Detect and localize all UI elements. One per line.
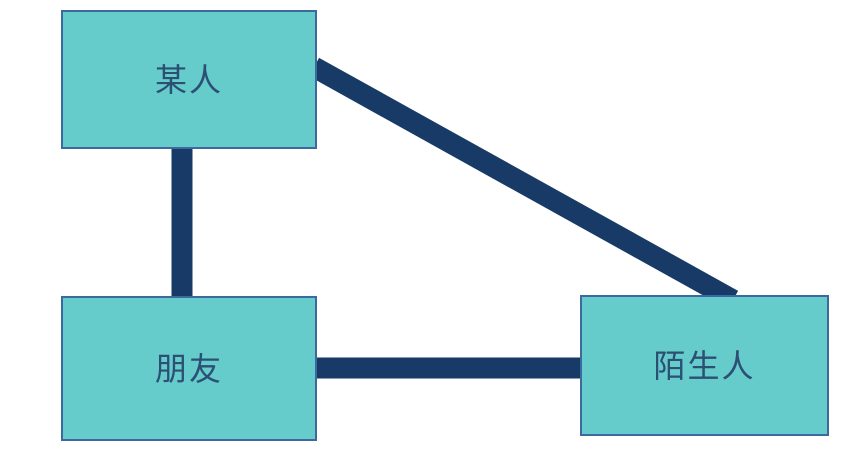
edge-person-stranger xyxy=(308,57,739,310)
node-friend[interactable]: 朋友 xyxy=(61,296,317,441)
node-stranger[interactable]: 陌生人 xyxy=(580,295,829,436)
node-person-label: 某人 xyxy=(154,60,223,99)
node-person[interactable]: 某人 xyxy=(61,10,317,149)
node-stranger-label: 陌生人 xyxy=(653,346,756,385)
node-friend-label: 朋友 xyxy=(154,349,223,388)
